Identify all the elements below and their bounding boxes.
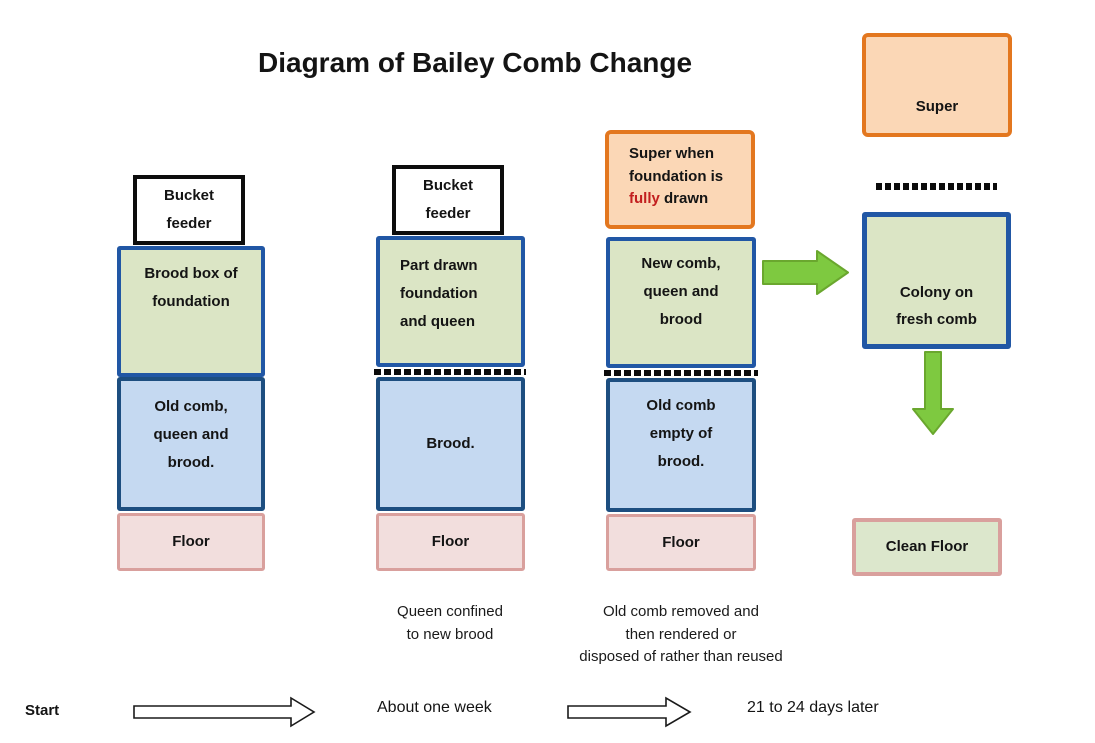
- timeline-arrow-icon: [567, 696, 692, 728]
- clean-floor-label: Clean Floor: [885, 538, 969, 556]
- brood-box-label: Brood box of foundation: [144, 265, 238, 310]
- stage2-note: Queen confined to new brood: [397, 603, 503, 643]
- flow-arrow-right-icon: [762, 250, 849, 295]
- new-comb-label: New comb, queen and brood: [641, 255, 721, 328]
- stage4-super-box: Super: [862, 33, 1012, 137]
- old-comb-label: Old comb, queen and brood.: [153, 398, 229, 471]
- floor-label: Floor: [172, 533, 210, 551]
- timeline-step1-label: About one week: [377, 699, 492, 716]
- arrow-shape: [567, 696, 692, 728]
- stage2-floor-box: Floor: [376, 513, 525, 571]
- flow-arrow-down-icon: [912, 351, 954, 435]
- timeline-step2-label: 21 to 24 days later: [747, 699, 879, 716]
- stage1-bucket-feeder-box: Bucket feeder: [133, 175, 245, 245]
- colony-label: Colony on fresh comb: [896, 283, 977, 329]
- stage4-colony-box: Colony on fresh comb: [862, 212, 1011, 349]
- stage4-queen-excluder-dashed-line: [876, 183, 997, 190]
- part-drawn-label: Part drawn foundation and queen: [400, 257, 478, 330]
- stage2-brood-box: Brood.: [376, 377, 525, 511]
- stage2-queen-excluder-dashed-line: [374, 369, 526, 375]
- stage2-part-drawn-box: Part drawn foundation and queen: [376, 236, 525, 367]
- stage4-clean-floor-box: Clean Floor: [852, 518, 1002, 576]
- highlighted-word: fully: [629, 190, 660, 207]
- arrow-shape: [133, 696, 316, 728]
- timeline-start-label: Start: [25, 702, 60, 719]
- super-note-line: fully drawn: [629, 188, 751, 211]
- timeline-arrow-icon: [133, 696, 316, 728]
- stage1-old-comb-box: Old comb, queen and brood.: [117, 377, 265, 511]
- floor-label: Floor: [662, 533, 700, 551]
- bucket-feeder-label: Bucket feeder: [422, 176, 474, 223]
- stage2-bucket-feeder-box: Bucket feeder: [392, 165, 504, 235]
- stage1-floor-box: Floor: [117, 513, 265, 571]
- floor-label: Floor: [431, 533, 470, 551]
- brood-label: Brood.: [426, 435, 475, 453]
- page-title: Diagram of Bailey Comb Change: [258, 47, 693, 78]
- super-label: Super: [915, 98, 959, 116]
- stage1-brood-box-of-foundation: Brood box of foundation: [117, 246, 265, 377]
- stage3-queen-excluder-dashed-line: [604, 370, 758, 376]
- stage3-new-comb-box: New comb, queen and brood: [606, 237, 756, 368]
- arrow-shape: [912, 351, 954, 435]
- stage3-old-comb-empty-box: Old comb empty of brood.: [606, 378, 756, 512]
- super-note-line-rest: drawn: [659, 190, 709, 207]
- stage3-super-note-box: Super when foundation is fully drawn: [605, 130, 755, 229]
- old-comb-empty-label: Old comb empty of brood.: [646, 397, 716, 470]
- super-note-line: foundation is: [629, 167, 724, 185]
- bucket-feeder-label: Bucket feeder: [163, 186, 215, 233]
- super-note-line: Super when: [629, 145, 715, 162]
- arrow-shape: [762, 250, 849, 295]
- stage3-floor-box: Floor: [606, 514, 756, 571]
- stage3-note: Old comb removed and then rendered or di…: [579, 603, 783, 665]
